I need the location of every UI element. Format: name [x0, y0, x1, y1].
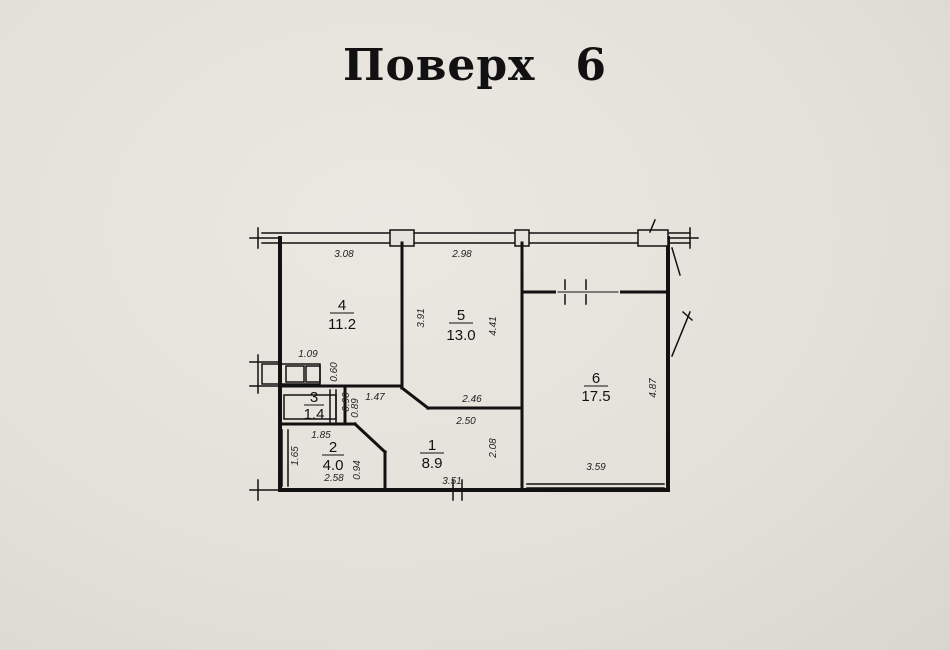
room-1-number: 1 [428, 437, 436, 454]
dim-hall-width: 2.50 [455, 416, 476, 427]
room-3-number: 3 [310, 389, 318, 406]
dim-room5-width: 2.98 [451, 249, 472, 260]
dim-wc-height: 0.60 [329, 362, 340, 382]
dim-bottom-width: 3.51 [442, 476, 461, 487]
room6-bottom-wall [526, 483, 665, 489]
dim-room6-width: 3.59 [586, 462, 606, 473]
room-6-number: 6 [592, 370, 600, 387]
dim-bath2-width: 1.85 [311, 430, 331, 441]
dim-room5-height-left: 3.91 [416, 308, 427, 327]
floor-number: 6 [575, 40, 608, 91]
room-2-number: 2 [329, 439, 337, 456]
room-6-area: 17.5 [581, 388, 610, 405]
top-facade-windows [261, 229, 691, 247]
dim-bath-h2: 0.89 [350, 398, 361, 418]
dim-room6-height: 4.87 [648, 378, 659, 398]
room-1-area: 8.9 [422, 455, 443, 472]
utility-block [261, 363, 337, 487]
left-axis-marks [249, 227, 281, 501]
room-5-number: 5 [457, 307, 465, 324]
dim-room4-width: 3.08 [334, 249, 354, 260]
dim-bath-width: 1.47 [365, 392, 385, 403]
door-marks [452, 279, 620, 501]
dimension-labels: 3.08 2.98 3.91 4.41 1.09 0.60 1.47 0.90 … [290, 249, 659, 487]
room-5-area: 13.0 [446, 327, 475, 344]
page-title: Поверх 6 [0, 40, 950, 91]
dim-bath2-bottom: 2.58 [323, 473, 344, 484]
room-4-number: 4 [338, 297, 346, 314]
dim-bath2-height: 1.65 [290, 446, 301, 466]
dim-hall-height: 2.08 [488, 438, 499, 459]
interior-walls [278, 241, 670, 492]
room-labels: 1 8.9 2 4.0 3 1.4 4 11.2 5 13.0 6 17.5 [304, 297, 611, 474]
room-2-area: 4.0 [323, 457, 344, 474]
dim-bath2-side: 0.94 [352, 460, 363, 480]
dim-room5-height-right: 4.41 [488, 316, 499, 335]
room-3-area: 1.4 [304, 406, 325, 423]
dim-bath-h1: 0.90 [341, 392, 352, 412]
right-axis-marks [649, 219, 699, 357]
dim-hall-top: 2.46 [461, 394, 482, 405]
dim-corridor-width: 1.09 [298, 349, 318, 360]
room-4-area: 11.2 [328, 316, 356, 333]
title-word: Поверх [342, 40, 536, 91]
